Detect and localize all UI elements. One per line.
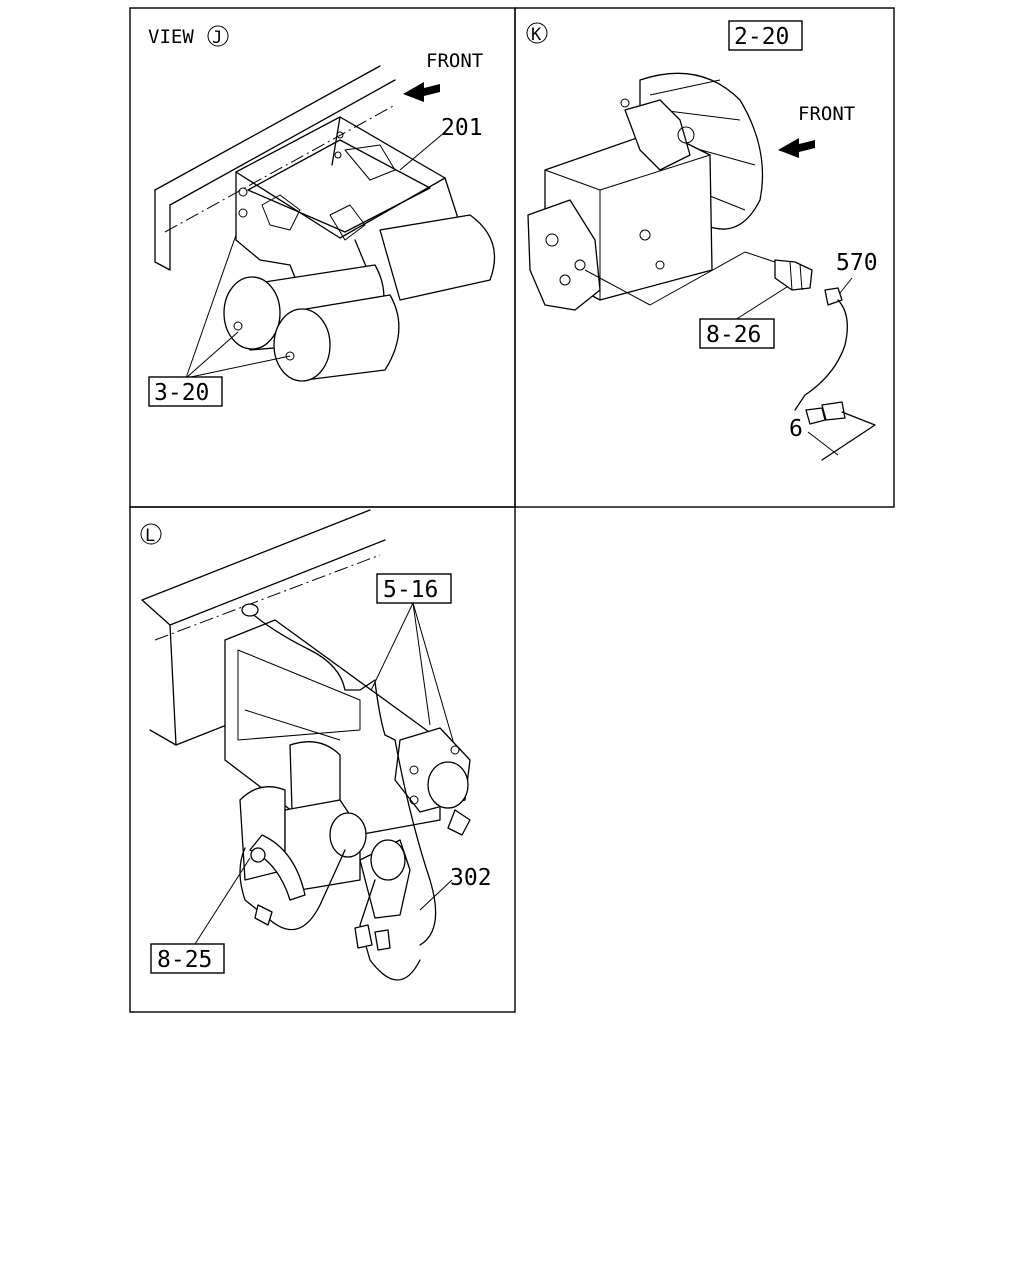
leader-6 bbox=[807, 431, 839, 456]
view-j-word: VIEW bbox=[148, 26, 194, 48]
ref-3-20-text: 3-20 bbox=[154, 380, 209, 406]
ref-box-2-20 bbox=[728, 20, 803, 51]
panel-view-j: VIEW J FRONT bbox=[129, 7, 516, 508]
part-570-label: 570 bbox=[836, 250, 878, 276]
ref-box-3-20 bbox=[148, 376, 223, 407]
ref-box-8-26 bbox=[699, 318, 775, 349]
panel-l: L 5-16 bbox=[129, 506, 516, 1013]
air-tanks bbox=[223, 214, 496, 382]
view-j-letter: J bbox=[212, 28, 222, 48]
panel-l-letter: L bbox=[145, 526, 155, 546]
panel-k-letter: K bbox=[531, 25, 542, 45]
part-6-label: 6 bbox=[789, 416, 803, 442]
front-arrow-j bbox=[403, 82, 440, 102]
leader-201 bbox=[399, 131, 446, 171]
leader-3-20 bbox=[185, 234, 291, 379]
ref-8-26-text: 8-26 bbox=[706, 322, 761, 348]
wiring-harness bbox=[794, 287, 876, 461]
frame-rail-j bbox=[154, 65, 396, 271]
pressure-switch bbox=[774, 259, 813, 291]
panel-k: K 2-20 FRONT 8-26 bbox=[514, 7, 895, 508]
front-label-k: FRONT bbox=[798, 103, 855, 125]
tubing-l bbox=[239, 603, 437, 981]
ref-8-25-text: 8-25 bbox=[157, 947, 212, 973]
leader-8-26 bbox=[584, 251, 791, 321]
ref-box-8-25 bbox=[150, 943, 225, 974]
ref-box-5-16 bbox=[376, 573, 452, 604]
part-302-label: 302 bbox=[450, 865, 492, 891]
ref-2-20-text: 2-20 bbox=[734, 24, 789, 50]
leader-8-25 bbox=[194, 857, 251, 945]
transmission bbox=[527, 72, 764, 311]
ref-5-16-text: 5-16 bbox=[383, 577, 438, 603]
front-arrow-k bbox=[778, 138, 815, 158]
part-201-label: 201 bbox=[441, 115, 483, 141]
valve-assembly bbox=[224, 619, 471, 919]
leader-302 bbox=[419, 879, 453, 911]
front-label-j: FRONT bbox=[426, 50, 483, 72]
